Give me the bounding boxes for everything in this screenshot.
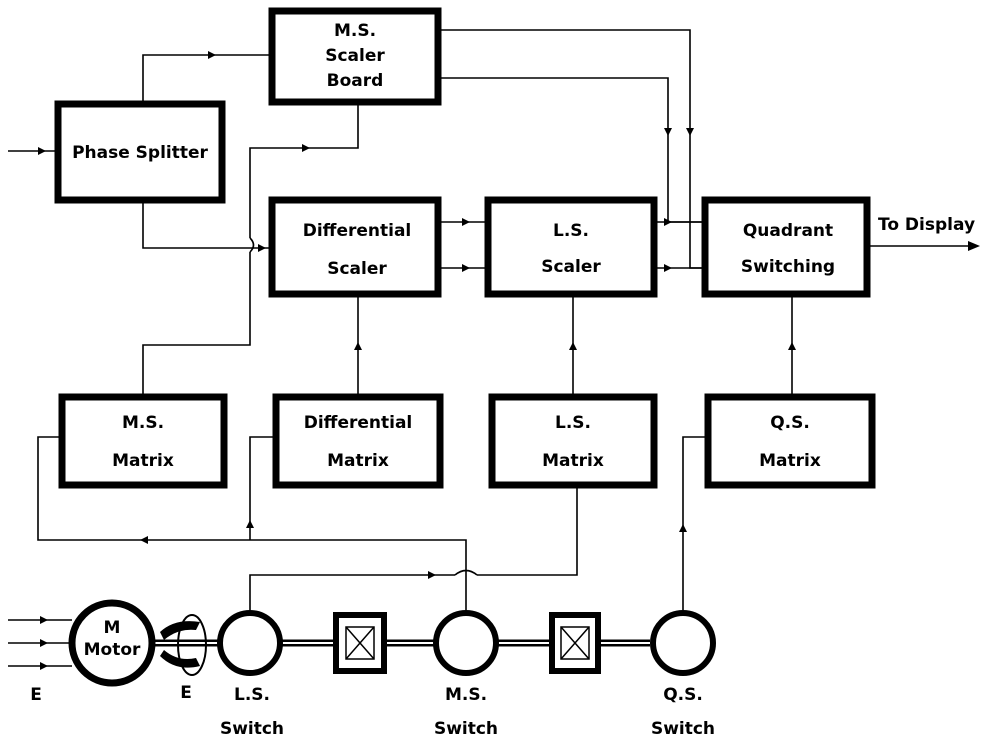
ls-scaler-line2: Scaler [541, 257, 601, 277]
arrow-input [38, 147, 46, 155]
wire-ms-switch-to-ms-matrix [37, 436, 467, 610]
wire-ls-switch-a [249, 574, 455, 610]
ls-matrix-line1: L.S. [555, 413, 591, 433]
differential-scaler-line1: Differential [303, 221, 412, 241]
arrow-ls-matrix-up [569, 342, 577, 350]
arrow-motor-in-1 [40, 616, 48, 624]
ms-switch-line1: M.S. [445, 685, 487, 705]
arrow-phase-to-diff [258, 244, 266, 252]
qs-switch-line2: Switch [651, 719, 715, 739]
qs-switch [650, 610, 716, 676]
quadrant-switching-line1: Quadrant [743, 221, 833, 241]
ls-scaler-line1: L.S. [553, 221, 589, 241]
arrow-motor-in-3 [40, 662, 48, 670]
wire-qs-switch-to-qs-matrix [682, 436, 708, 610]
arrow-ls-quad-a [664, 218, 672, 226]
coupling-box-2 [549, 612, 601, 674]
arrow-motor-in-2 [40, 639, 48, 647]
ms-matrix-line1: M.S. [122, 413, 164, 433]
arrow-qs-switch-up [679, 524, 687, 532]
differential-scaler-block: Differential Scaler [268, 196, 442, 298]
ls-scaler-block: L.S. Scaler [484, 196, 658, 298]
arrow-ms-quad-down-a [686, 128, 694, 136]
arrow-ls-quad-b [664, 264, 672, 272]
wire-phase-to-ms-scaler [142, 54, 272, 104]
motor: M Motor [68, 599, 156, 687]
arrow-phase-to-ms [208, 51, 216, 59]
arrowheads [38, 51, 980, 670]
arrow-diff-matrix-feed [246, 520, 254, 528]
quadrant-switching-block: Quadrant Switching [701, 196, 871, 298]
quadrant-switching-line2: Switching [741, 257, 835, 277]
arrow-to-display [968, 241, 980, 251]
qs-matrix-line1: Q.S. [770, 413, 810, 433]
qs-switch-line1: Q.S. [663, 685, 703, 705]
brake-icon [160, 614, 207, 676]
arrow-diff-ls-a [462, 218, 470, 226]
ms-scaler-board-block: M.S. Scaler Board [268, 7, 442, 106]
ms-switch [433, 610, 499, 676]
ms-switch-line2: Switch [434, 719, 498, 739]
motor-input-label: E [30, 685, 42, 705]
wire-crossover [249, 237, 255, 253]
ms-matrix-block: M.S. Matrix [58, 393, 228, 489]
phase-splitter-block: Phase Splitter [54, 100, 226, 204]
to-display-label: To Display [878, 215, 975, 235]
differential-scaler-line2: Scaler [327, 259, 387, 279]
ms-matrix-line2: Matrix [112, 451, 174, 471]
phase-splitter-label: Phase Splitter [72, 143, 208, 163]
wire-ls-switch-to-ls-matrix [477, 485, 578, 576]
differential-matrix-block: Differential Matrix [272, 393, 444, 489]
arrow-diff-ls-b [462, 264, 470, 272]
ms-scaler-board-line2: Scaler [325, 46, 385, 66]
motor-line2: Motor [84, 640, 141, 660]
arrow-qs-matrix-up [788, 342, 796, 350]
qs-matrix-block: Q.S. Matrix [704, 393, 876, 489]
wire-ls-switch-crossover [454, 569, 478, 576]
ms-scaler-board-line3: Board [327, 71, 384, 91]
arrow-ms-quad-down-b [664, 128, 672, 136]
arrow-ls-switch-right [428, 571, 436, 579]
coupling-box-1 [333, 612, 387, 674]
ls-switch [217, 610, 283, 676]
arrow-ms-scaler-back [302, 144, 310, 152]
ls-switch-line2: Switch [220, 719, 284, 739]
arrow-diff-matrix-up [354, 342, 362, 350]
wire-ms-matrix-up [142, 252, 251, 395]
differential-matrix-line1: Differential [304, 413, 413, 433]
motor-line1: M [104, 618, 121, 638]
wire-phase-to-diff [142, 200, 272, 249]
arrow-bus-left [140, 536, 148, 544]
wire-bus-to-diff-matrix [249, 436, 276, 540]
motor-output-label: E [180, 683, 192, 703]
ms-scaler-board-line1: M.S. [334, 21, 376, 41]
ls-matrix-block: L.S. Matrix [488, 393, 658, 489]
differential-matrix-line2: Matrix [327, 451, 389, 471]
ls-switch-line1: L.S. [234, 685, 270, 705]
qs-matrix-line2: Matrix [759, 451, 821, 471]
ls-matrix-line2: Matrix [542, 451, 604, 471]
